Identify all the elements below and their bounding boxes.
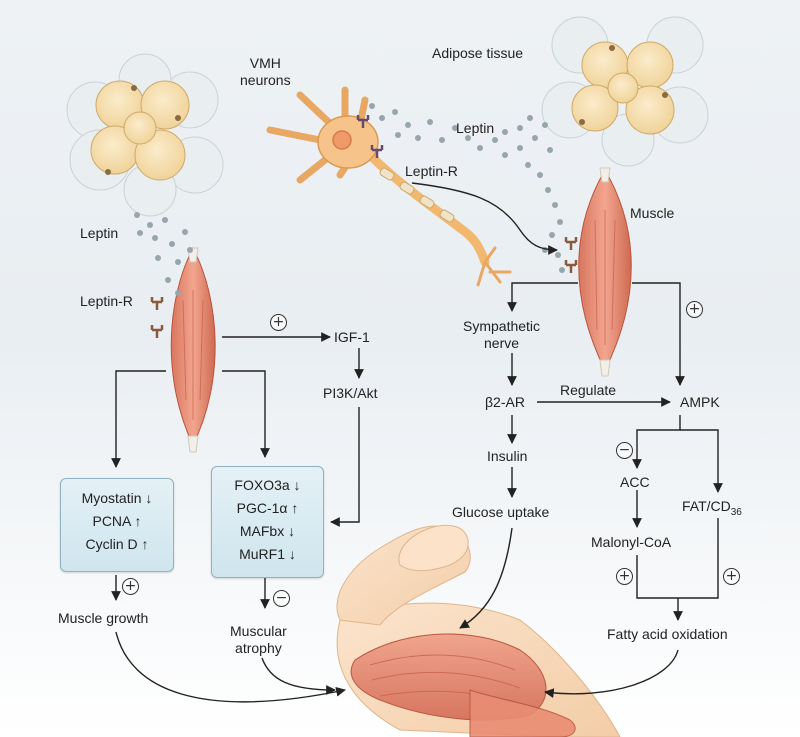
vmh-neuron-graphic	[266, 86, 512, 287]
minus-sign: −	[273, 590, 290, 607]
arrow-muscle-to-atrophy-box	[222, 370, 270, 458]
atrophy-item: MuRF1 ↓	[239, 546, 296, 562]
pi3k-akt-label: PI3K/Akt	[323, 385, 378, 401]
malonyl-coa-label: Malonyl-CoA	[591, 534, 672, 550]
fat-cd36-main: FAT/CD	[682, 498, 731, 514]
leptin-left-label: Leptin	[80, 225, 119, 241]
beta2-ar-label: β2-AR	[485, 394, 525, 410]
adipose-tissue-label: Adipose tissue	[432, 45, 524, 61]
plus-sign: +	[270, 314, 287, 331]
atrophy-item: MAFbx ↓	[239, 523, 296, 539]
plus-sign: +	[122, 578, 139, 595]
arrow-muscle-to-sympathetic	[507, 282, 578, 312]
arrow-atrophy-to-arm	[261, 657, 336, 695]
arrow-ampk-to-fat	[680, 429, 723, 493]
arm-graphic	[336, 524, 621, 737]
leptin-r-top-label: Leptin-R	[405, 163, 458, 179]
sympathetic-nerve-label: Sympathetic nerve	[463, 318, 541, 351]
arrow-fao-to-arm	[544, 649, 679, 698]
growth-item: PCNA ↑	[92, 513, 142, 529]
arrow-ampk-to-acc	[632, 415, 681, 469]
igf1-label: IGF-1	[334, 329, 370, 345]
growth-item: Myostatin ↓	[81, 490, 153, 506]
arrow-neuron-to-muscle	[411, 182, 558, 255]
atrophy-item: PGC-1α ↑	[236, 500, 299, 516]
leptin-receptors	[150, 115, 578, 338]
muscle-growth-label: Muscle growth	[58, 610, 149, 626]
leptin-dots	[134, 103, 565, 296]
fat-cd36-subscript: 36	[730, 506, 742, 518]
arrow-muscle-to-ampk	[632, 282, 685, 386]
plus-sign: +	[616, 568, 633, 585]
atrophy-factors-box: FOXO3a ↓ PGC-1α ↑ MAFbx ↓ MuRF1 ↓	[211, 466, 324, 578]
muscle-left-graphic	[170, 246, 216, 453]
growth-item: Cyclin D ↑	[85, 536, 149, 552]
adipose-tissue-left-graphic	[66, 53, 224, 217]
acc-label: ACC	[620, 474, 650, 490]
minus-sign: −	[616, 442, 633, 459]
leptin-top-label: Leptin	[456, 120, 495, 136]
fatty-acid-oxidation-label: Fatty acid oxidation	[607, 626, 728, 642]
arrow-pi3k-to-atrophy-box	[330, 407, 360, 527]
fat-cd36-label: FAT/CD36	[682, 498, 742, 521]
atrophy-item: FOXO3a ↓	[234, 477, 301, 493]
glucose-uptake-label: Glucose uptake	[452, 504, 550, 520]
leptin-r-left-label: Leptin-R	[80, 293, 133, 309]
muscular-atrophy-label: Muscular atrophy	[230, 623, 287, 656]
insulin-label: Insulin	[487, 448, 528, 464]
ampk-label: AMPK	[680, 394, 720, 410]
muscle-label: Muscle	[630, 205, 675, 221]
vmh-neurons-label: VMH neurons	[240, 55, 291, 88]
plus-sign: +	[686, 301, 703, 318]
arrow-growth-to-arm	[115, 631, 346, 703]
muscle-right-graphic	[578, 167, 632, 377]
regulate-label: Regulate	[560, 382, 617, 398]
arrow-muscle-to-growth-box	[111, 370, 166, 468]
plus-sign: +	[723, 568, 740, 585]
connectors	[111, 182, 723, 703]
arrow-glucose-to-arm	[459, 527, 513, 629]
growth-factors-box: Myostatin ↓ PCNA ↑ Cyclin D ↑	[60, 478, 174, 572]
adipose-tissue-right-graphic	[541, 16, 709, 167]
